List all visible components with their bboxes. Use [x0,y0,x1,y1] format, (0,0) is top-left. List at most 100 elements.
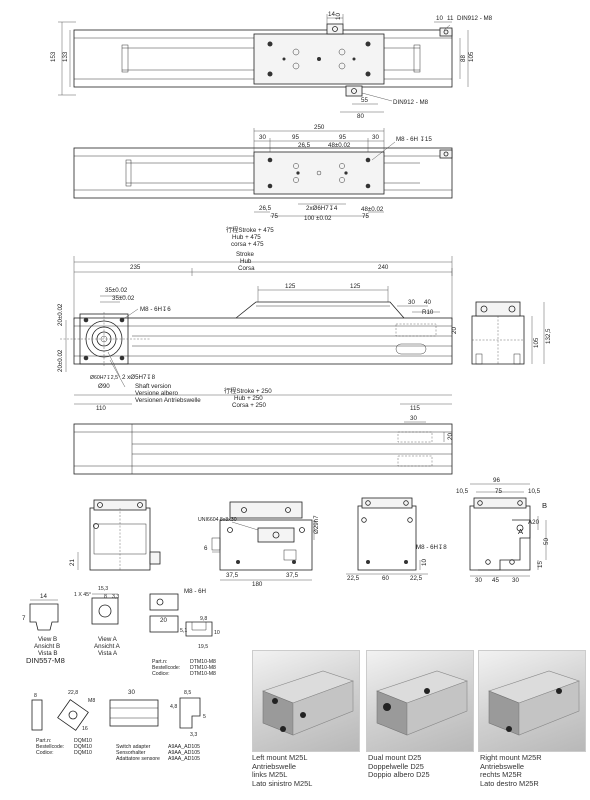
dim-125-a: 125 [285,283,296,290]
dim-30-a: 30 [259,134,266,141]
dim-22-5-b: 22,5 [410,575,423,582]
detail-dim-7: 7 [22,615,26,622]
dual-mount-render [376,670,468,736]
caption-right-1: Antriebswelle [480,761,524,771]
dim-75-b: 75 [362,213,369,220]
caption-dual-1: Doppelwelle D25 [368,761,424,771]
end-view-keyed: UNI6604 8x8x30 6 Ø29h7 37,5 180 37,5 [198,501,320,588]
dim-115: 115 [410,405,420,412]
view-a-2: Vista A [98,650,118,657]
dim-88: 88 [460,55,467,62]
key-label: UNI6604 8x8x30 [198,517,237,523]
dqm-value-0: DQM10 [74,738,92,744]
dtm-code-0: Part.n: [152,659,167,665]
caption-right-mount: Right mount M25R Antriebswelle rechts M2… [480,753,542,788]
photo-right-mount [478,650,586,752]
dim-240: 240 [378,264,389,271]
detail-dim-8: 8 [104,594,107,600]
dqm-value-2: DQM10 [74,750,92,756]
dim-90: Ø90 [98,383,110,390]
view-a-block [91,597,119,625]
side-view: 行程Stroke + 475 Hub + 475 corsa + 475 Str… [57,226,552,412]
detail-views: 14 7 View B Ansicht B Vista B DIN557-M8 … [22,586,220,762]
detail-dim-10: 10 [214,630,220,636]
caption-right-3: Lato destro M25R [480,778,539,788]
dim-45: 45 [492,577,499,584]
dim-29h7: Ø29h7 [313,515,320,534]
din912-bottom-label: DIN912 - M8 [393,99,429,106]
right-mount-render [488,670,580,736]
dim-20-bottom: 20 [447,433,454,440]
dim-37-5-a: 37,5 [226,572,239,579]
end-view-plain: M8 - 6H↧8 22,5 60 22,5 10 [346,497,447,582]
dim-250: 250 [314,124,325,131]
detail-dim-19-5: 19,5 [198,644,208,650]
dim-10-5-a: 10,5 [456,488,469,495]
dqm-dim-8: 8 [34,693,37,699]
dim-75: 75 [495,488,502,495]
detail-m8-label: M8 - 6H [184,588,206,595]
dim-20-left-2: 20±0.02 [57,349,64,372]
label-a20: A20 [528,519,540,526]
dim-30-profile-b: 30 [512,577,519,584]
view-b-0: View B [38,636,57,643]
dim-6: 6 [204,545,208,552]
dim-37-5-b: 37,5 [286,572,299,579]
switch-adapter-profile [179,697,201,729]
dim-r10: R10 [422,309,434,316]
dim-132-5: 132,5 [545,328,552,344]
sw-dim-5: 5 [203,714,206,720]
dtm-code-1: Bestellcode: [152,665,180,671]
dqm-nut [57,699,89,731]
view-a-0: View A [98,636,118,643]
carriage-holes [267,41,371,77]
stroke-word-2: Corsa [238,265,255,272]
dim-10-end: 10 [421,559,428,566]
caption-right-2: rechts M25R [480,770,522,780]
sw-value-0: A9AA_AD105 [168,744,200,750]
stroke-bottom-1: Hub + 250 [234,395,263,402]
dtm-value-2: DTM10-M8 [190,671,216,677]
chamfer-label: 1 X 45° [74,592,91,598]
dim-60: 60 [382,575,389,582]
dim-96: 96 [493,477,500,484]
detail-dim-14: 14 [40,593,47,600]
dqm-m8: M8 [88,698,95,704]
dim-20-left: 20±0.02 [57,303,64,326]
stroke-word-1: Hub [240,258,252,265]
shaft-version-1: Versione albero [135,390,179,397]
dqm-value-1: DQM10 [74,744,92,750]
din912-top-label: DIN912 - M8 [457,15,493,22]
sw-dim-3-3: 3,3 [190,732,197,738]
carriage-view-body [73,147,453,199]
dim-110: 110 [96,405,106,412]
dim-105: 105 [468,51,475,62]
detail-dim-9-8: 9,8 [200,616,207,622]
dqm-dim-16: 16 [82,726,88,732]
end-thread-label: M8 - 6H↧8 [416,544,447,551]
left-mount-render [262,670,354,736]
side-thread-label: M8 - 6H↧6 [140,306,171,313]
detail-dim-20: 20 [160,617,167,624]
view-b-1: Ansicht B [34,643,60,650]
caption-left-1: Antriebswelle [252,761,296,771]
caption-left-3: Lato sinistro M25L [252,778,313,788]
dim-153: 153 [50,51,57,62]
label-a: A [518,527,524,536]
side-carriage [235,301,405,319]
dim-10-top: 10 [335,13,342,20]
shaft-version-0: Shaft version [135,383,172,390]
dim-30-bottom: 30 [410,415,417,422]
dim-35-a: 35±0.02 [105,287,128,294]
caption-left-0: Left mount M25L [252,753,308,762]
dqm-side [31,699,43,731]
bore-label: Ø60H7↧2,5 [90,375,118,381]
dtm-block [149,593,179,611]
dqm-code-2: Codice: [36,750,54,756]
dim-30-b: 30 [372,134,379,141]
dqm-code-1: Bestellcode: [36,744,64,750]
dim-105-end: 105 [533,337,540,348]
stroke-top-0: 行程Stroke + 475 [226,226,274,234]
sw-dim-4-8: 4,8 [170,704,177,710]
